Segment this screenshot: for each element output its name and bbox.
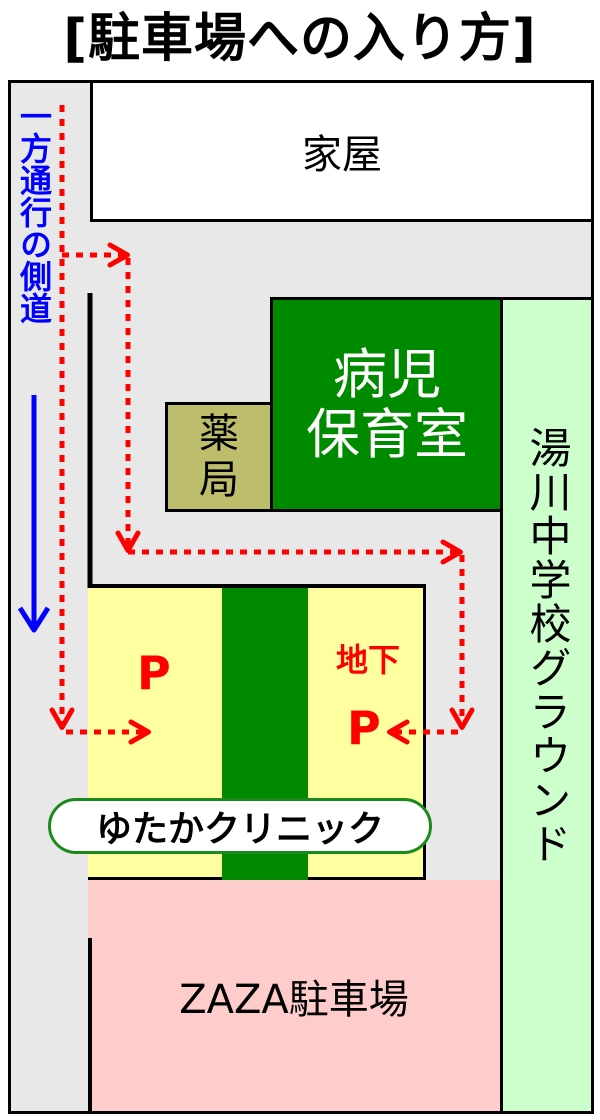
nursery-label-line2: 保育室 xyxy=(306,402,468,466)
zaza-label: ZAZA駐車場 xyxy=(179,976,409,1023)
pharmacy-label-line1: 薬 xyxy=(199,411,239,457)
one-way-arrowhead xyxy=(17,606,51,633)
parking-p-left: P xyxy=(137,646,171,700)
nursery-label-line1: 病児 xyxy=(333,343,441,407)
page-title: [駐車場への入り方] xyxy=(63,9,537,69)
clinic-label: ゆたかクリニック xyxy=(48,798,432,854)
parking-p-right: P xyxy=(347,701,381,755)
pharmacy-building: 薬 局 xyxy=(165,402,273,512)
school-ground-building: 湯川中学校グラウンド xyxy=(500,297,594,1114)
clinic-label-text: ゆたかクリニック xyxy=(95,809,384,850)
zaza-parking-lot: ZAZA駐車場 xyxy=(88,880,500,1114)
underground-label: 地下 xyxy=(335,641,400,679)
school-label: 湯川中学校グラウンド xyxy=(523,426,572,866)
house-label: 家屋 xyxy=(302,132,382,178)
house-building: 家屋 xyxy=(90,80,594,222)
sick-child-nursery-building: 病児 保育室 xyxy=(270,297,504,512)
one-way-side-road-label: 一方通行の側道 xyxy=(15,100,53,324)
pharmacy-label-line2: 局 xyxy=(199,457,239,503)
